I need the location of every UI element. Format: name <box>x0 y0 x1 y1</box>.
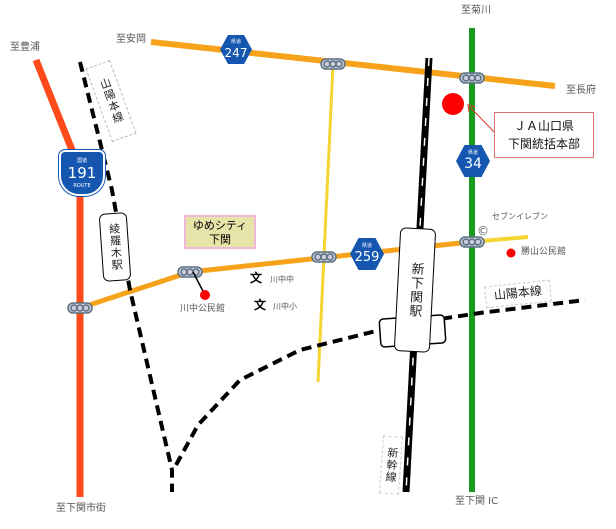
arrow-head-icon <box>467 104 476 113</box>
traffic-light-icon <box>320 58 346 70</box>
ja-label-line1: ＪＡ山口県 <box>513 119 574 133</box>
ja-label-line2: 下関統括本部 <box>507 137 580 151</box>
traffic-lights <box>67 58 485 314</box>
yellow-road <box>316 64 335 383</box>
route-191-road <box>32 58 84 497</box>
direction-yasuoka: 至安岡 <box>116 34 146 45</box>
route-247-number: 247 <box>224 46 248 60</box>
traffic-light-icon <box>459 236 485 248</box>
shin-shimonoseki-station[interactable]: 新下関駅 <box>393 227 437 353</box>
ja-pointer-arrow <box>469 106 498 136</box>
katsuyama-hall-marker <box>506 248 516 258</box>
sanyo-line-west <box>78 61 174 492</box>
yume-city-label-line1: ゆめシティ <box>192 219 248 232</box>
traffic-light-icon <box>67 302 93 314</box>
route-191-sign-bottom: ROUTE <box>73 182 91 189</box>
direction-toyoura: 至豊浦 <box>10 42 40 53</box>
route-191-sign-top: 国道 <box>76 157 87 164</box>
sanyo-line-east <box>174 298 586 466</box>
kawanaka-hall-marker <box>200 290 210 300</box>
yume-city-shimonoseki: ゆめシティ 下関 <box>184 215 256 249</box>
traffic-light-icon <box>177 266 203 278</box>
school-icon: 文 <box>254 298 267 312</box>
route-259-sign-top: 県道 <box>361 243 372 249</box>
route-191-sign: 国道 191 ROUTE <box>59 150 105 196</box>
shinkansen-label: 新幹線 <box>379 435 403 495</box>
traffic-light-icon <box>311 251 337 263</box>
direction-kikugawa: 至菊川 <box>461 5 491 16</box>
route-34-number: 34 <box>464 156 482 172</box>
direction-chofu: 至長府 <box>566 85 596 96</box>
katsuyama-hall-label: 勝山公民館 <box>521 247 567 257</box>
seven-eleven-label: セブンイレブン <box>492 212 548 221</box>
kawanaka-es-label: 川中小 <box>273 302 297 311</box>
route-259-number: 259 <box>354 250 380 265</box>
yume-city-label-line2: 下関 <box>209 233 231 246</box>
shinkansen-track-dash <box>405 57 430 493</box>
direction-shimonoseki-city: 至下関市街 <box>56 503 106 514</box>
direction-shimonoseki-ic: 至下関 IC <box>455 496 499 507</box>
ayaragi-station[interactable]: 綾羅木駅 <box>98 212 132 282</box>
route-247-road <box>150 39 556 89</box>
route-247-sign-top: 県道 <box>230 39 241 45</box>
route-34-sign-top: 県道 <box>467 150 478 156</box>
traffic-light-icon <box>459 72 485 84</box>
kawanaka-hall-label: 川中公民館 <box>180 304 226 314</box>
ja-yamaguchi-label: ＪＡ山口県 下関統括本部 <box>494 112 594 158</box>
route-191-number: 191 <box>67 163 97 182</box>
kawanaka-jhs-label: 川中中 <box>270 275 294 284</box>
ja-location-marker <box>442 93 464 115</box>
convenience-store-icon: © <box>477 224 489 238</box>
school-icon: 文 <box>250 271 263 285</box>
